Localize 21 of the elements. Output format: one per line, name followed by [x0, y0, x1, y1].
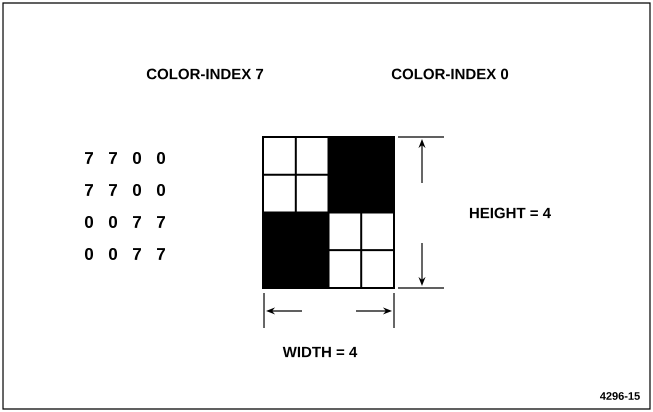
matrix-digit: 0 [108, 216, 118, 228]
matrix-digit: 7 [109, 184, 117, 196]
dimension-label: HEIGHT = 4 [470, 208, 551, 218]
matrix-digit: 7 [157, 248, 165, 260]
matrix-digit: 0 [156, 152, 166, 164]
matrix-digit: 0 [108, 248, 118, 260]
heading-label: COLOR-INDEX 7 [146, 68, 264, 80]
matrix-digit: 0 [84, 248, 94, 260]
matrix-digit: 7 [85, 184, 93, 196]
figure-number: 4296-15 [600, 392, 640, 400]
matrix-digit: 0 [156, 184, 166, 196]
heading-label: COLOR-INDEX 0 [392, 68, 508, 80]
matrix-digit: 0 [84, 216, 94, 228]
matrix-digit: 7 [85, 152, 93, 164]
matrix-digit: 7 [157, 216, 165, 228]
matrix-digit: 7 [133, 248, 141, 260]
matrix-digit: 0 [132, 184, 142, 196]
matrix-digit: 7 [109, 152, 117, 164]
matrix-digit: 7 [133, 216, 141, 228]
dimension-label: WIDTH = 4 [282, 346, 358, 358]
matrix-digit: 0 [132, 152, 142, 164]
